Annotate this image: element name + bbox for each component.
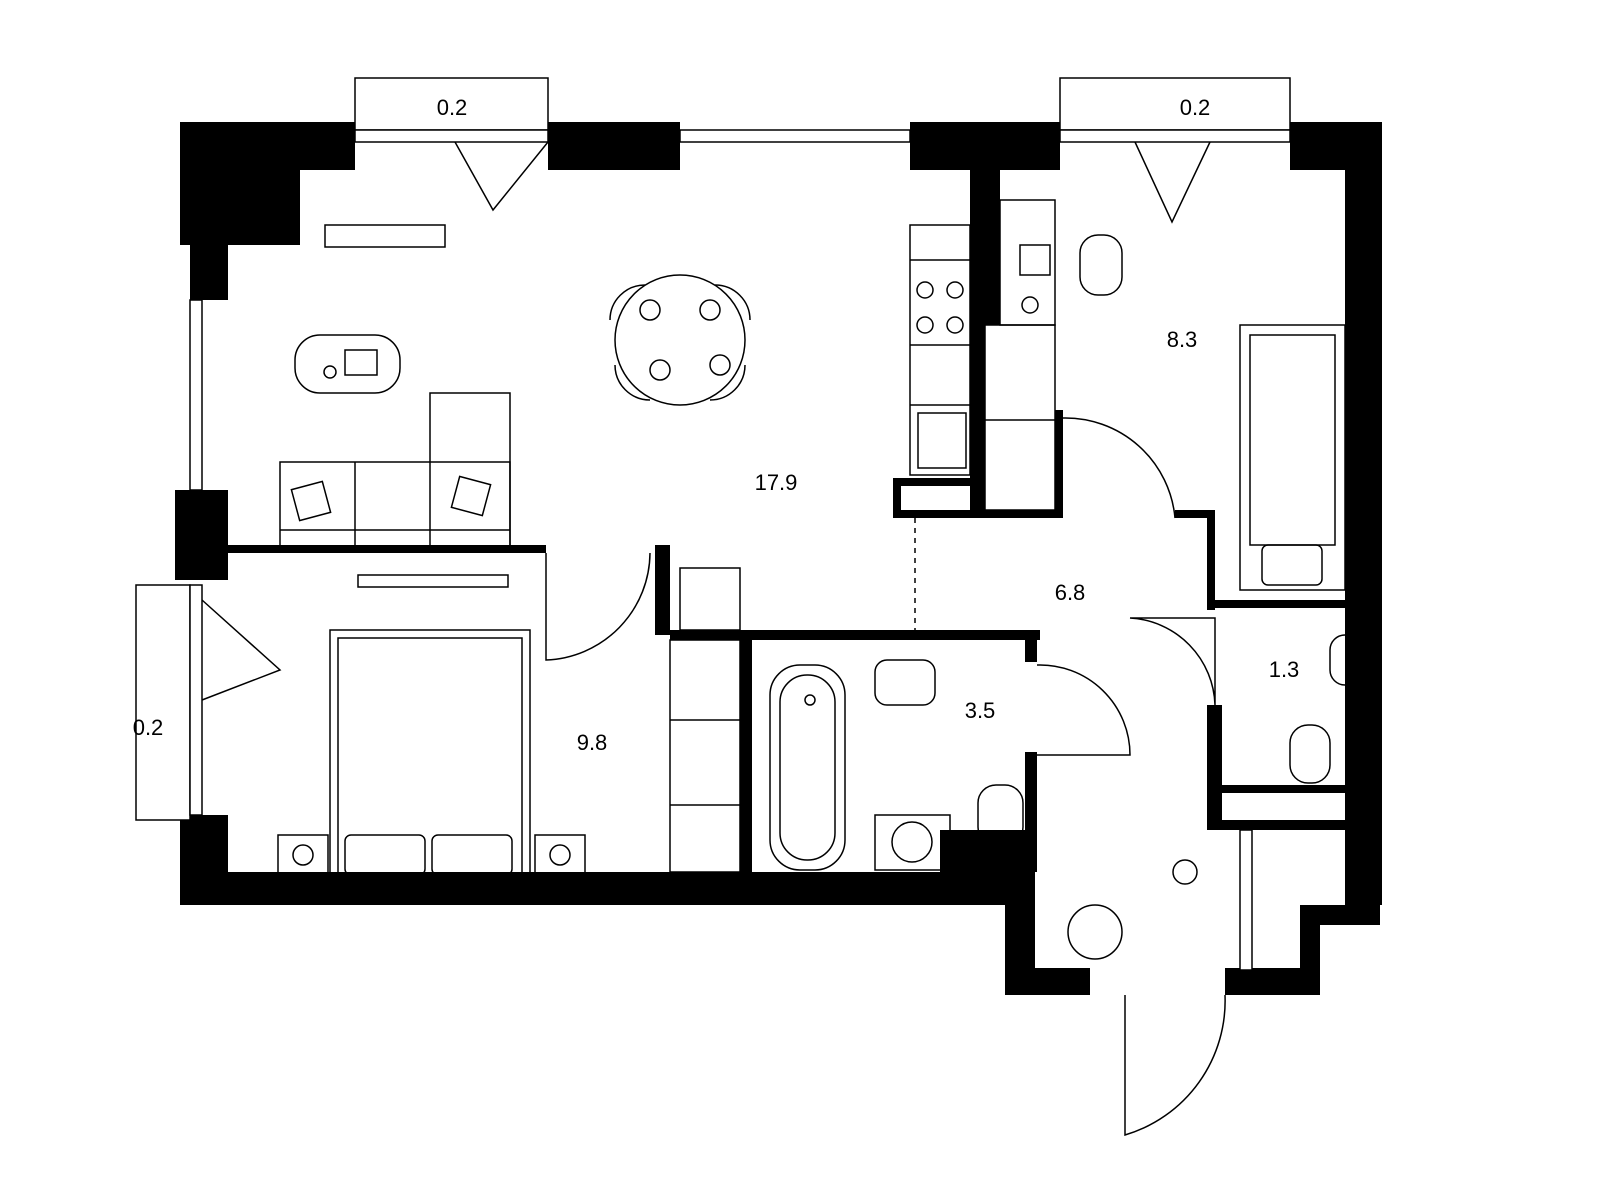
windows	[135, 77, 1291, 971]
room-area-toilet: 1.3	[1269, 657, 1300, 682]
dining-table	[614, 274, 746, 406]
walls	[175, 122, 1382, 995]
room-area-bedroom: 9.8	[577, 730, 608, 755]
balcony-area-left: 0.2	[133, 715, 164, 740]
room-area-hallway: 6.8	[1055, 580, 1086, 605]
furniture	[277, 199, 1371, 960]
room-area-kitchen-living: 17.9	[755, 470, 798, 495]
balcony-area-top-left: 0.2	[437, 95, 468, 120]
area-labels: 17.9 8.3 6.8 1.3 9.8 3.5 0.2 0.2 0.2	[133, 95, 1300, 755]
doors	[201, 141, 1226, 1137]
room-area-bedroom-small: 8.3	[1167, 327, 1198, 352]
balcony-area-top-right: 0.2	[1180, 95, 1211, 120]
room-area-bathroom: 3.5	[965, 698, 996, 723]
